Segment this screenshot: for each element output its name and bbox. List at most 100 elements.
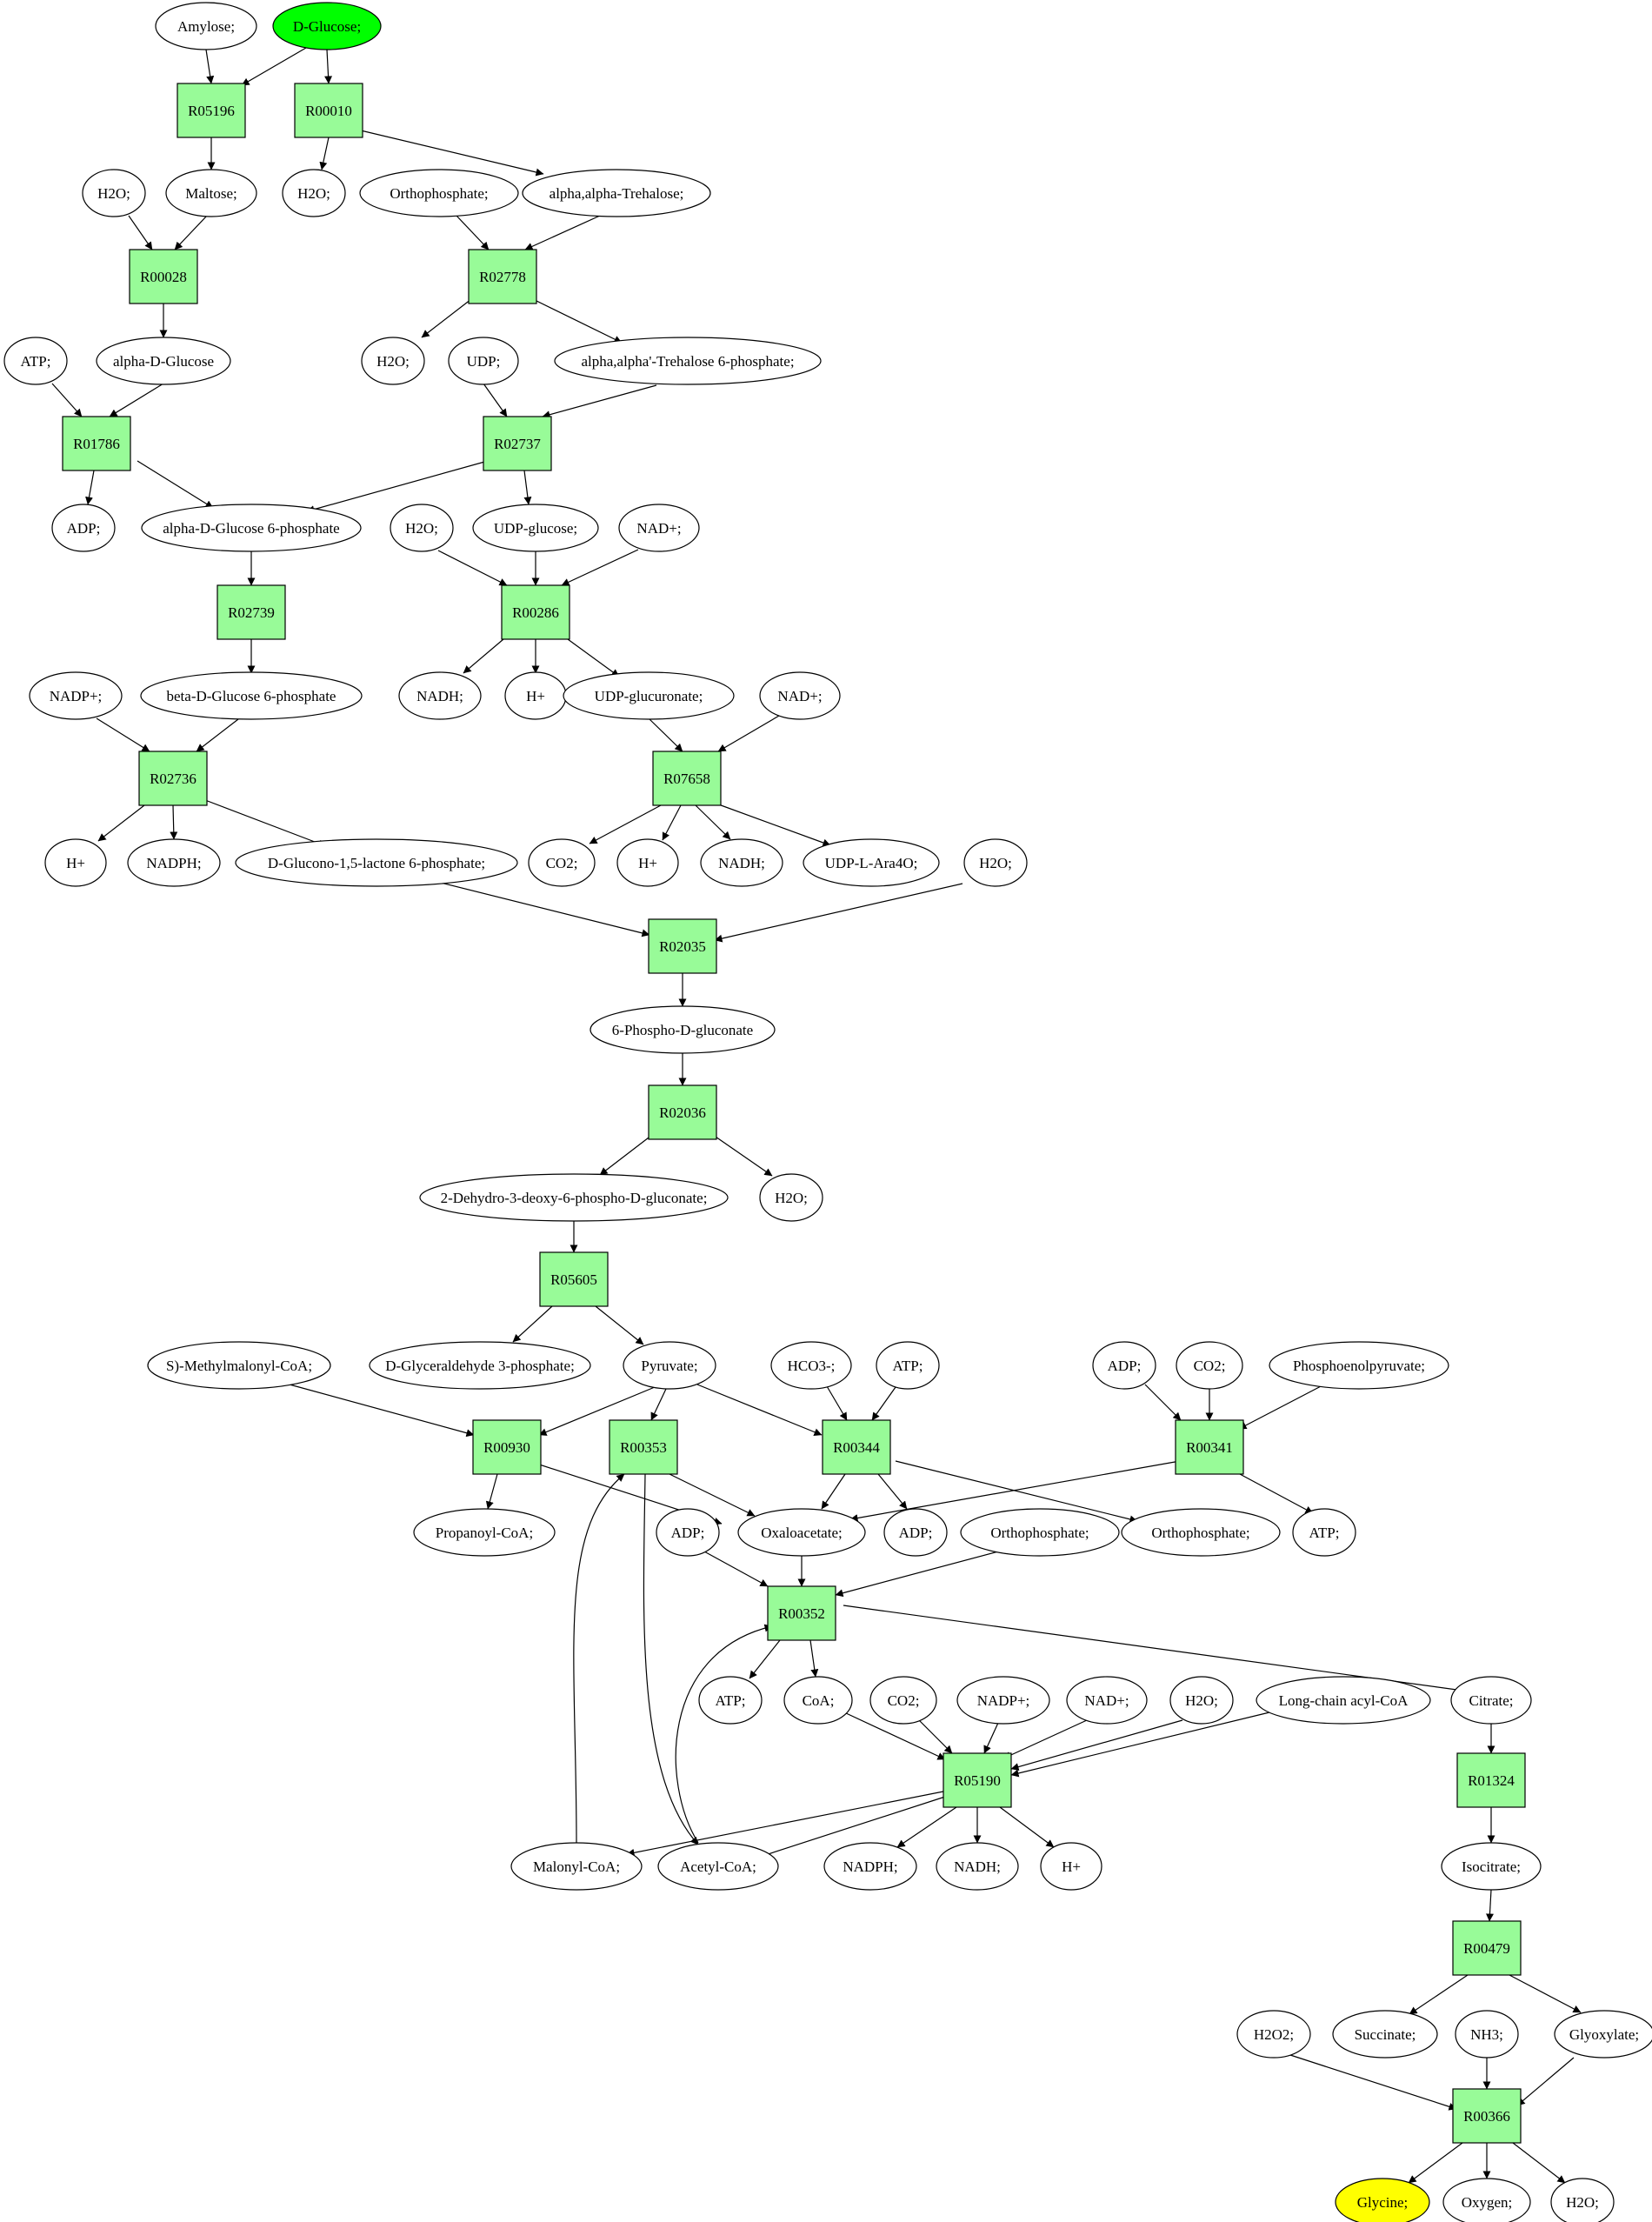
compound-node-maltose[interactable]: Maltose; — [165, 169, 257, 217]
compound-node-pep[interactable]: Phosphoenolpyruvate; — [1269, 1341, 1449, 1390]
compound-node-h2o2[interactable]: H2O2; — [1236, 2010, 1311, 2059]
nodes-layer: Amylose; D-Glucose; H2O; Maltose; H2O; Orthop… — [3, 2, 1652, 2222]
compound-node-phosphogluconate[interactable]: 6-Phospho-D-gluconate — [590, 1005, 776, 1054]
reaction-node-r02736[interactable]: R02736 — [138, 751, 208, 806]
compound-node-longchain[interactable]: Long-chain acyl-CoA — [1256, 1676, 1431, 1725]
compound-node-nadp-1[interactable]: NADP+; — [29, 671, 123, 720]
compound-node-nadh-2[interactable]: NADH; — [700, 838, 783, 887]
reaction-node-r00353[interactable]: R00353 — [609, 1419, 678, 1475]
compound-node-nadh-1[interactable]: NADH; — [398, 671, 482, 720]
reaction-node-r01324[interactable]: R01324 — [1456, 1752, 1526, 1808]
compound-node-orthophosphate-1[interactable]: Orthophosphate; — [359, 169, 519, 217]
compound-node-amylose[interactable]: Amylose; — [155, 2, 257, 50]
compound-node-h2o-2[interactable]: H2O; — [82, 169, 146, 217]
reaction-box — [943, 1752, 1012, 1808]
reaction-node-r01786[interactable]: R01786 — [62, 416, 131, 471]
compound-ellipse — [3, 337, 68, 385]
compound-node-dglucose[interactable]: D-Glucose; — [272, 2, 382, 50]
compound-node-acetyl[interactable]: Acetyl-CoA; — [657, 1842, 779, 1891]
reaction-node-r05190[interactable]: R05190 — [943, 1752, 1012, 1808]
compound-node-h2o-6[interactable]: H2O; — [759, 1173, 823, 1222]
compound-node-nad-1[interactable]: NAD+; — [618, 504, 700, 552]
compound-node-atp-3[interactable]: ATP; — [1292, 1508, 1356, 1557]
compound-node-oxaloacetate[interactable]: Oxaloacetate; — [737, 1508, 866, 1557]
compound-node-nadh-3[interactable]: NADH; — [936, 1842, 1019, 1891]
compound-ellipse — [29, 671, 123, 720]
compound-node-h2o-3[interactable]: H2O; — [361, 337, 425, 385]
reaction-node-r02737[interactable]: R02737 — [483, 416, 552, 471]
reaction-node-r00341[interactable]: R00341 — [1175, 1419, 1244, 1475]
compound-node-atp-2[interactable]: ATP; — [876, 1341, 940, 1390]
compound-node-adp-1[interactable]: ADP; — [51, 504, 116, 552]
compound-node-nadph-1[interactable]: NADPH; — [127, 838, 221, 887]
compound-node-orthophosphate-2[interactable]: Orthophosphate; — [960, 1508, 1120, 1557]
compound-node-co2-3[interactable]: CO2; — [869, 1676, 937, 1725]
compound-node-malonyl[interactable]: Malonyl-CoA; — [510, 1842, 643, 1891]
compound-node-bdglucose6p[interactable]: beta-D-Glucose 6-phosphate — [140, 671, 363, 720]
compound-node-hplus-2[interactable]: H+ — [44, 838, 107, 887]
compound-node-nadph-2[interactable]: NADPH; — [823, 1842, 917, 1891]
reaction-node-r00286[interactable]: R00286 — [501, 584, 570, 640]
compound-node-udplara[interactable]: UDP-L-Ara4O; — [803, 838, 940, 887]
compound-node-adglucose6p[interactable]: alpha-D-Glucose 6-phosphate — [141, 504, 362, 552]
compound-node-udpglucuronate[interactable]: UDP-glucuronate; — [563, 671, 735, 720]
reaction-node-r02778[interactable]: R02778 — [468, 249, 537, 304]
compound-node-h2o-1[interactable]: H2O; — [282, 169, 346, 217]
compound-node-adp-2[interactable]: ADP; — [1092, 1341, 1156, 1390]
compound-node-orthophosphate-3[interactable]: Orthophosphate; — [1121, 1508, 1281, 1557]
compound-node-adp-3[interactable]: ADP; — [656, 1508, 720, 1557]
compound-node-g3p[interactable]: D-Glyceraldehyde 3-phosphate; — [369, 1341, 591, 1390]
compound-node-succinate[interactable]: Succinate; — [1332, 2010, 1438, 2059]
compound-node-isocitrate[interactable]: Isocitrate; — [1441, 1842, 1542, 1891]
compound-node-co2-2[interactable]: CO2; — [1176, 1341, 1243, 1390]
compound-node-citrate[interactable]: Citrate; — [1450, 1676, 1532, 1725]
reaction-box — [62, 416, 131, 471]
compound-node-udpglucose[interactable]: UDP-glucose; — [472, 504, 599, 552]
compound-ellipse — [96, 337, 231, 385]
compound-node-udp[interactable]: UDP; — [448, 337, 519, 385]
reaction-node-r05605[interactable]: R05605 — [539, 1251, 609, 1307]
compound-node-propanoyl[interactable]: Propanoyl-CoA; — [413, 1508, 556, 1557]
compound-node-kdpg[interactable]: 2-Dehydro-3-deoxy-6-phospho-D-gluconate; — [419, 1173, 729, 1222]
compound-node-hplus-1[interactable]: H+ — [504, 671, 567, 720]
compound-node-coa[interactable]: CoA; — [783, 1676, 853, 1725]
reaction-node-r00366[interactable]: R00366 — [1452, 2088, 1522, 2144]
compound-node-h2o-5[interactable]: H2O; — [963, 838, 1028, 887]
compound-node-hplus-3[interactable]: H+ — [616, 838, 679, 887]
reaction-node-r00344[interactable]: R00344 — [822, 1419, 891, 1475]
compound-node-pyruvate[interactable]: Pyruvate; — [623, 1341, 716, 1390]
compound-node-atp-1[interactable]: ATP; — [3, 337, 68, 385]
compound-node-hco3[interactable]: HCO3-; — [770, 1341, 852, 1390]
compound-node-trehalose[interactable]: alpha,alpha-Trehalose; — [522, 169, 711, 217]
compound-node-adp-4[interactable]: ADP; — [883, 1508, 948, 1557]
compound-node-glucono[interactable]: D-Glucono-1,5-lactone 6-phosphate; — [235, 838, 518, 887]
compound-node-oxygen[interactable]: Oxygen; — [1442, 2178, 1531, 2222]
reaction-node-r00028[interactable]: R00028 — [129, 249, 198, 304]
edge-arrow — [983, 1722, 999, 1754]
compound-node-nadp-2[interactable]: NADP+; — [956, 1676, 1050, 1725]
compound-node-trehalose6p[interactable]: alpha,alpha'-Trehalose 6-phosphate; — [554, 337, 822, 385]
compound-node-co2-1[interactable]: CO2; — [528, 838, 596, 887]
compound-node-h2o-7[interactable]: H2O; — [1169, 1676, 1234, 1725]
reaction-node-r07658[interactable]: R07658 — [652, 751, 722, 806]
edge-arrow — [662, 804, 682, 841]
reaction-node-r05196[interactable]: R05196 — [177, 83, 246, 138]
reaction-node-r00010[interactable]: R00010 — [294, 83, 363, 138]
compound-node-atp-4[interactable]: ATP; — [698, 1676, 763, 1725]
reaction-node-r02036[interactable]: R02036 — [648, 1084, 717, 1140]
reaction-node-r00479[interactable]: R00479 — [1452, 1920, 1522, 1976]
compound-node-nad-2[interactable]: NAD+; — [759, 671, 841, 720]
compound-node-adglucose[interactable]: alpha-D-Glucose — [96, 337, 231, 385]
compound-node-nad-3[interactable]: NAD+; — [1066, 1676, 1148, 1725]
reaction-node-r02035[interactable]: R02035 — [648, 918, 717, 974]
reaction-node-r02739[interactable]: R02739 — [216, 584, 286, 640]
compound-node-methylmalonyl[interactable]: S)-Methylmalonyl-CoA; — [147, 1341, 331, 1390]
compound-node-hplus-4[interactable]: H+ — [1040, 1842, 1102, 1891]
reaction-node-r00352[interactable]: R00352 — [767, 1585, 836, 1641]
compound-node-h2o-4[interactable]: H2O; — [390, 504, 454, 552]
compound-node-glyoxylate[interactable]: Glyoxylate; — [1554, 2010, 1652, 2059]
compound-node-nh3[interactable]: NH3; — [1455, 2010, 1519, 2059]
compound-node-h2o-8[interactable]: H2O; — [1550, 2178, 1615, 2222]
reaction-node-r00930[interactable]: R00930 — [472, 1419, 542, 1475]
compound-node-glycine[interactable]: Glycine; — [1335, 2178, 1430, 2222]
